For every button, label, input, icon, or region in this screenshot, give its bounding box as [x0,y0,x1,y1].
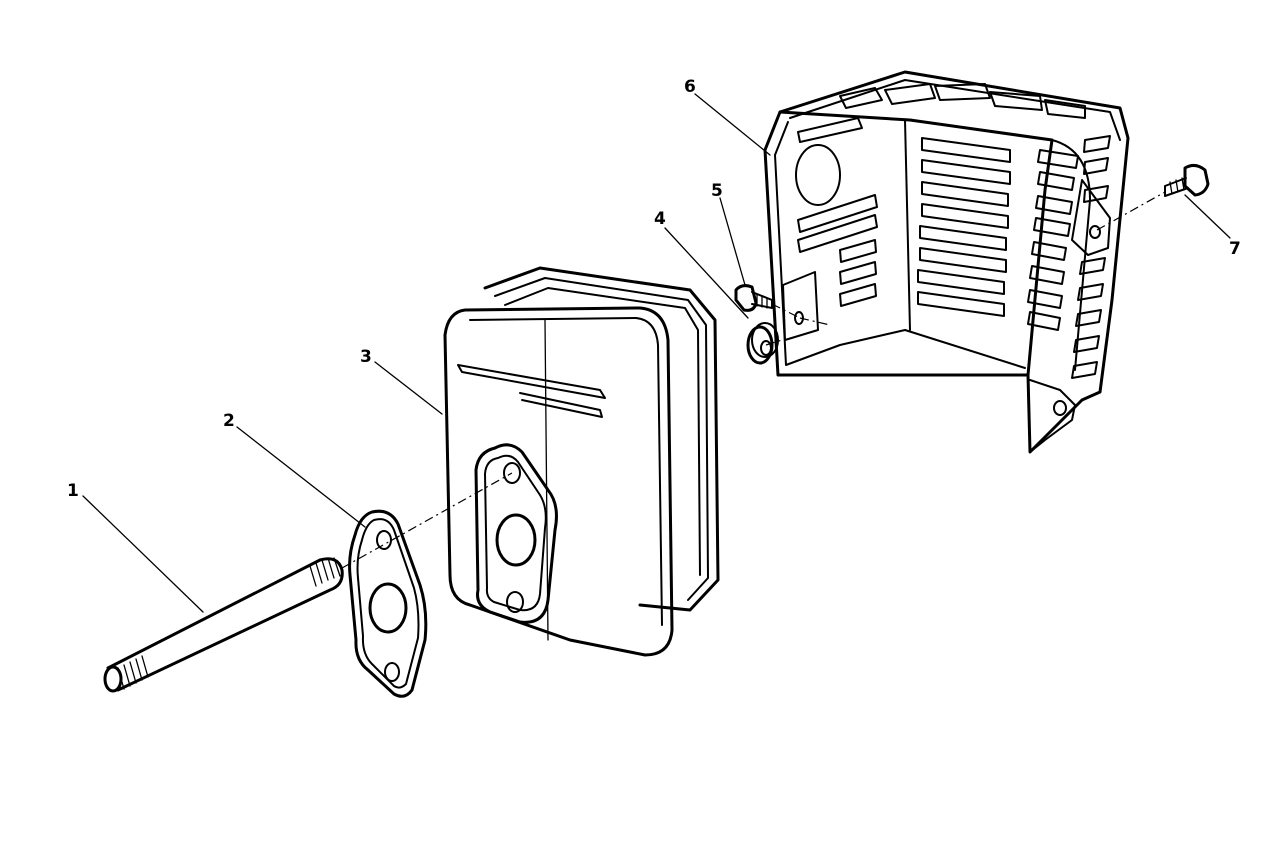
callout-1: 1 [67,481,79,501]
callout-4: 4 [654,209,666,229]
muffler-guard-part [763,70,1130,454]
leader-line-4 [664,227,749,319]
callout-3: 3 [360,347,372,367]
callout-5: 5 [711,181,723,201]
stud-part [103,557,344,693]
muffler-part [443,266,720,657]
leader-line-6 [694,93,771,156]
leader-line-7 [1184,194,1231,239]
gasket-part [348,509,428,698]
callout-6: 6 [684,77,696,97]
leader-line-1 [82,495,204,613]
lock-washer-part [746,322,779,365]
leader-line-5 [719,197,746,286]
callout-7: 7 [1229,239,1241,259]
leader-line-3 [374,361,443,415]
leader-line-2 [236,426,366,528]
screw-part-7 [1164,163,1210,197]
callout-2: 2 [223,411,235,431]
screw-part-5 [734,284,773,312]
